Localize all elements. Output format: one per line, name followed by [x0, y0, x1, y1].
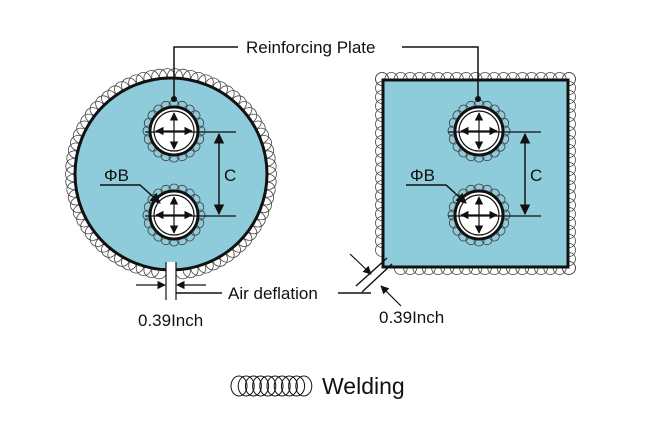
legend-coil — [288, 375, 306, 397]
welding-legend-symbol — [230, 375, 313, 397]
reinforcing-plate-leader-left — [173, 46, 238, 98]
legend-coil — [266, 375, 284, 397]
legend-coil — [230, 375, 248, 397]
gap-dimension-right: 0.39Inch — [379, 308, 444, 327]
leader-dot-right — [475, 96, 481, 102]
legend-coil — [259, 375, 277, 397]
phi-b-leader-left — [100, 184, 161, 204]
gap-dimension-left: 0.39Inch — [138, 311, 203, 330]
upper-bolt-hole-left — [142, 99, 206, 163]
dimension-c-label-left: C — [224, 166, 236, 185]
gap-arrow-upper-right — [349, 253, 372, 275]
dimension-c-label-right: C — [530, 166, 542, 185]
air-deflation-label: Air deflation — [228, 284, 318, 303]
legend-coil — [273, 375, 291, 397]
air-deflation-gap-left — [166, 262, 176, 276]
legend-coil — [237, 375, 255, 397]
air-deflation-channel-edge-2 — [361, 263, 393, 293]
phi-b-label-left: ΦB — [104, 166, 129, 185]
legend-coil — [252, 375, 270, 397]
lower-bolt-hole-right — [447, 183, 511, 247]
phi-b-label-right: ΦB — [410, 166, 435, 185]
legend-coil — [295, 375, 313, 397]
leader-dot-left — [171, 96, 177, 102]
reinforcing-plate-label: Reinforcing Plate — [246, 38, 375, 57]
air-deflation-channel-edge-1 — [355, 257, 388, 287]
reinforcing-plate-leader-right — [402, 46, 479, 98]
upper-bolt-hole-right — [447, 99, 511, 163]
welding-legend-label: Welding — [322, 373, 405, 399]
gap-arrow-lower-right — [380, 285, 402, 307]
phi-b-leader-right — [406, 184, 467, 204]
legend-coil — [280, 375, 298, 397]
lower-bolt-hole-left — [142, 183, 206, 247]
legend-coil — [244, 375, 262, 397]
